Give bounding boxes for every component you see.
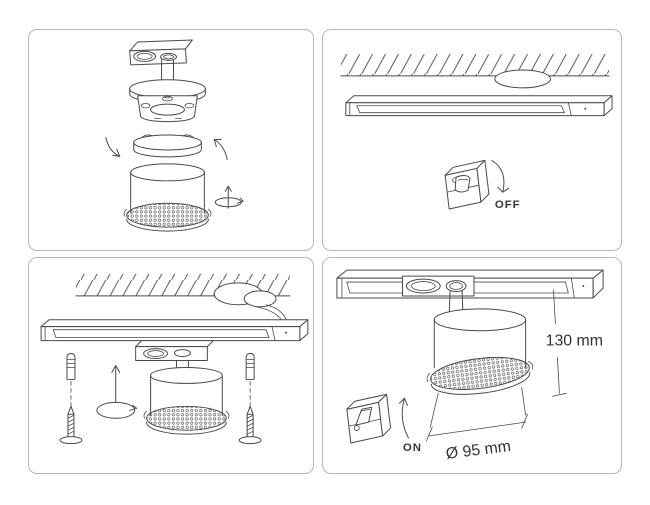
height-dimension-label: 130 mm bbox=[546, 333, 603, 350]
canopy-plate-icon bbox=[129, 79, 206, 123]
step-4-panel: 130 mm Ø 95 mm ON bbox=[322, 257, 622, 474]
screw-anchor-left-icon bbox=[59, 353, 83, 445]
diameter-dimension-label: Ø 95 mm bbox=[445, 438, 512, 463]
step-2-illustration: OFF bbox=[340, 54, 613, 211]
ceiling-hatch-icon bbox=[340, 54, 610, 89]
rotate-axis-icon bbox=[214, 185, 244, 209]
off-label: OFF bbox=[495, 199, 521, 211]
spotlight-fixture-icon bbox=[426, 308, 534, 395]
on-label: ON bbox=[403, 442, 422, 454]
curved-arrow-down-icon bbox=[491, 159, 510, 193]
step-2-panel: OFF bbox=[322, 29, 622, 251]
step-1-illustration bbox=[105, 39, 244, 232]
toggle-lever-up bbox=[355, 406, 373, 426]
lift-rotate-arrow-icon bbox=[96, 365, 138, 419]
step-3-panel bbox=[28, 257, 314, 474]
track-adapter-icon bbox=[401, 275, 475, 317]
wall-switch-icon bbox=[444, 159, 490, 210]
curved-arrow-up-icon bbox=[398, 397, 409, 439]
spotlight-fixture-icon bbox=[135, 340, 230, 435]
rotate-right-arrow-icon bbox=[213, 139, 228, 160]
step-1-panel bbox=[28, 29, 314, 251]
toggle-lever-down bbox=[454, 174, 471, 193]
height-dimension-line: 130 mm bbox=[546, 289, 603, 397]
step-4-illustration: 130 mm Ø 95 mm ON bbox=[336, 269, 604, 463]
wall-switch-icon bbox=[346, 393, 392, 444]
wire-bundle-icon bbox=[213, 282, 288, 325]
step-3-illustration bbox=[40, 273, 309, 445]
screw-anchor-right-icon bbox=[238, 353, 262, 445]
track-adapter-icon bbox=[129, 39, 193, 87]
trim-ring-icon bbox=[133, 134, 202, 158]
rotate-left-arrow-icon bbox=[105, 137, 121, 157]
track-rail-icon bbox=[40, 319, 309, 342]
junction-hole-icon bbox=[494, 69, 551, 89]
track-rail-icon bbox=[345, 95, 613, 117]
lamp-body-crystal-icon bbox=[123, 163, 212, 232]
diameter-dimension-line: Ø 95 mm bbox=[425, 386, 529, 463]
